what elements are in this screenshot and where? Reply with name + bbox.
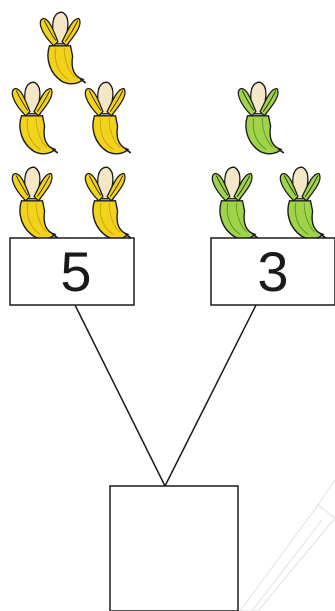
part-box-right[interactable]: 3 [211,238,335,305]
peeled-banana-icon [40,12,85,84]
peeled-banana-icon [212,167,257,239]
peeled-banana-icon [12,82,57,154]
whole-box[interactable] [110,486,238,611]
peeled-banana-icon [280,167,325,239]
part-box-left[interactable]: 5 [10,238,134,305]
bond-line-left [75,305,165,486]
peeled-banana-icon [85,167,130,239]
part-number-right: 3 [257,240,288,303]
pencil-watermark [240,480,335,611]
banana-group-right [212,82,325,239]
part-number-left: 5 [60,240,91,303]
peeled-banana-icon [12,167,57,239]
peeled-banana-icon [85,82,130,154]
banana-group-left [12,12,130,239]
bond-line-right [165,305,256,486]
peeled-banana-icon [238,82,283,154]
